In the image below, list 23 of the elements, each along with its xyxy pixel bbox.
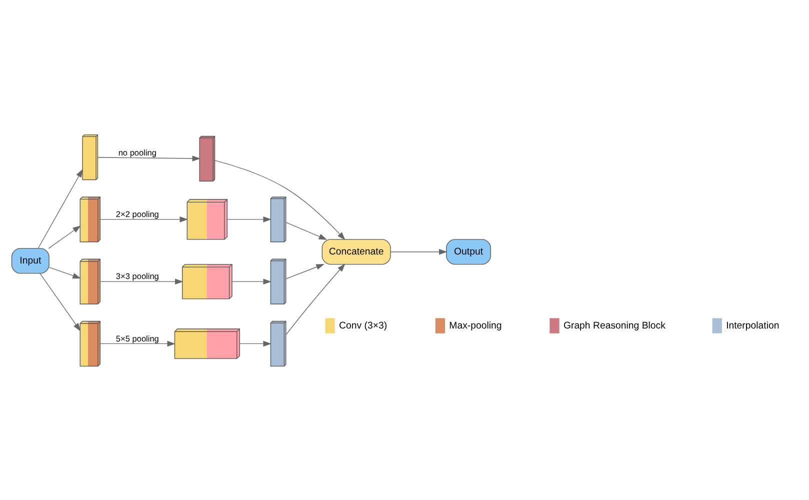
node-box: Concatenate (321, 238, 390, 264)
arrow (226, 216, 271, 222)
arrow (37, 168, 82, 248)
node-box: Input (10, 248, 49, 274)
arrow (390, 248, 447, 254)
arrow (238, 340, 271, 346)
arrow (285, 263, 345, 334)
arrow (285, 222, 327, 240)
arrow (99, 216, 188, 222)
arrow (39, 272, 80, 331)
node-box: Output (446, 238, 490, 264)
legend-label: Interpolation (726, 320, 779, 331)
legend-label: Max-pooling (448, 320, 502, 331)
arrow (48, 224, 80, 248)
arrow (99, 340, 176, 346)
arrow (99, 278, 183, 284)
arrow (97, 155, 200, 161)
legend-label: Conv (3×3) (338, 320, 387, 331)
arrow (285, 263, 324, 279)
arrow (231, 278, 272, 284)
arrow (48, 266, 80, 278)
arrow (214, 160, 345, 240)
legend-label: Graph Reasoning Block (562, 320, 665, 331)
